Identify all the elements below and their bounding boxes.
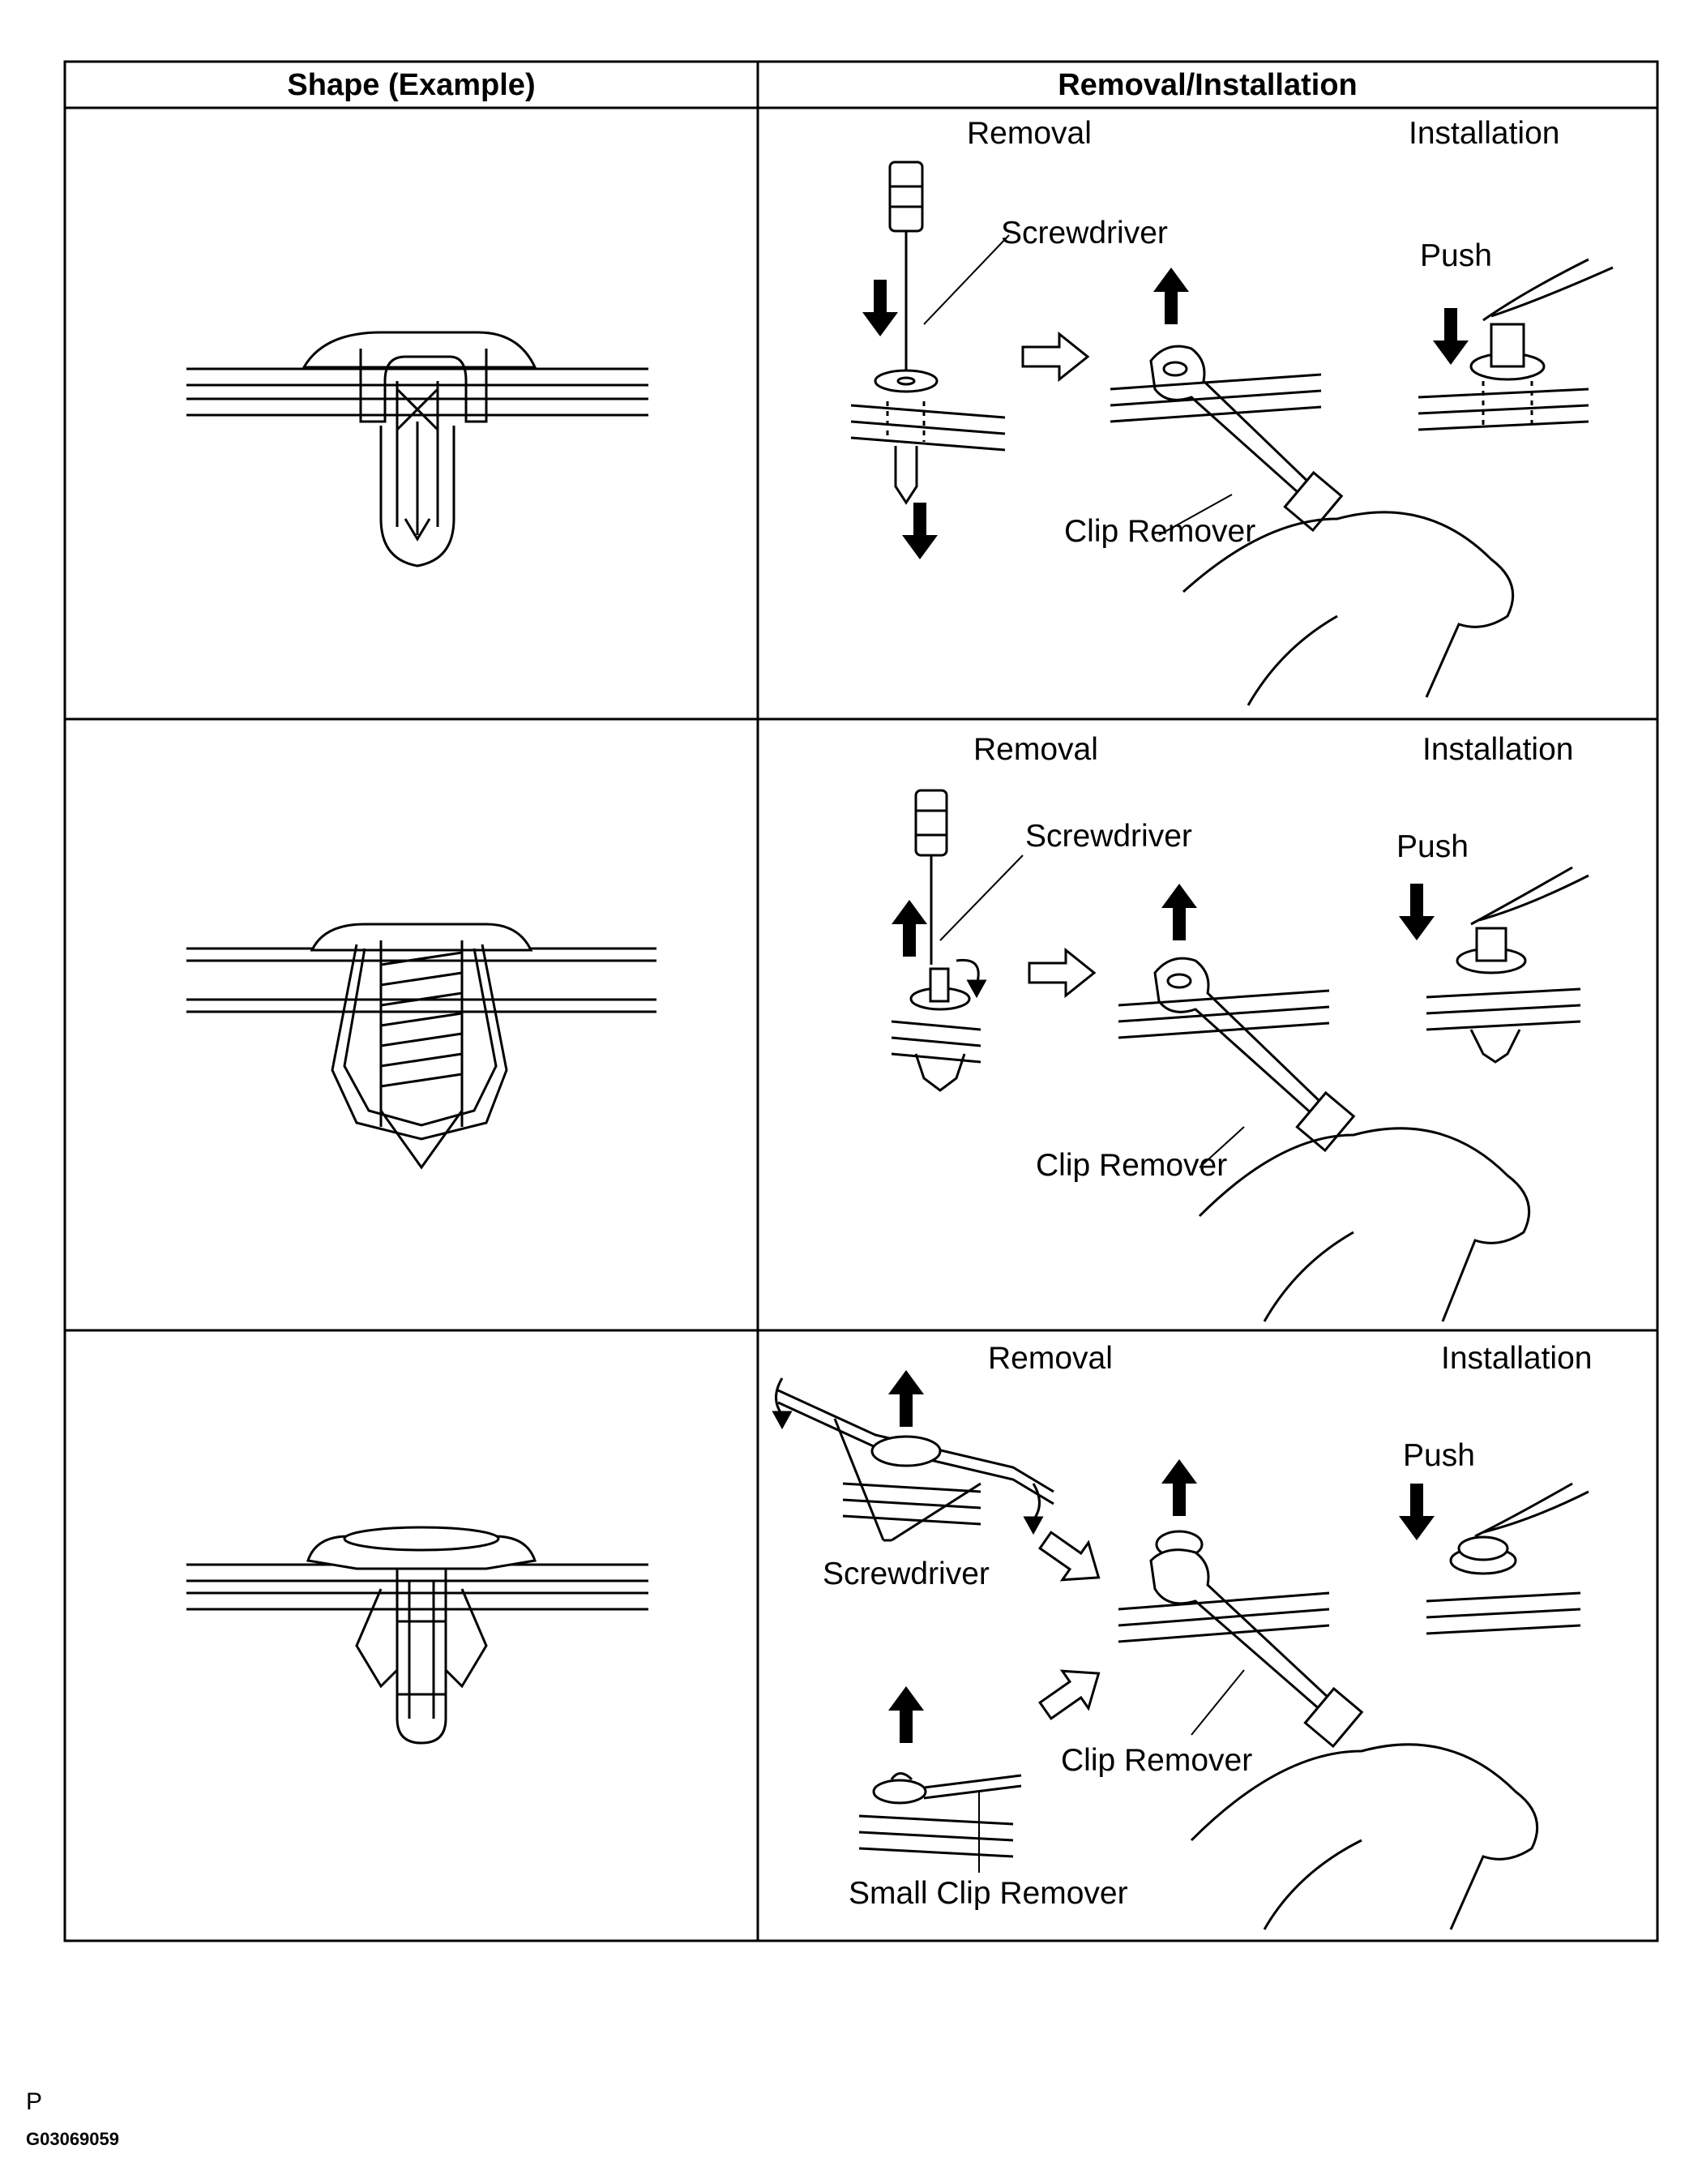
header-removal-installation: Removal/Installation bbox=[1058, 68, 1358, 102]
row2-removal-label: Removal bbox=[973, 732, 1098, 767]
row1-screwdriver-label: Screwdriver bbox=[1001, 216, 1168, 251]
row3-clip-shape bbox=[186, 1526, 648, 1745]
row2-leader-lines bbox=[939, 854, 1245, 1168]
row1-push-label: Push bbox=[1420, 238, 1492, 273]
row1-pull-up-arrow bbox=[1153, 268, 1189, 324]
row1-clip-remover-label: Clip Remover bbox=[1064, 514, 1256, 549]
row1-removal-illustration bbox=[850, 161, 1515, 706]
row2-clip-remover-label: Clip Remover bbox=[1036, 1148, 1228, 1183]
header-shape-example: Shape (Example) bbox=[287, 68, 536, 102]
row3-push-label: Push bbox=[1403, 1438, 1475, 1473]
row2-pull-up-arrow bbox=[892, 900, 927, 957]
row1-installation-illustration bbox=[1418, 258, 1614, 431]
row3-installation-label: Installation bbox=[1441, 1341, 1593, 1376]
row1-clip-shape bbox=[186, 331, 648, 567]
row3-pull-up-arrow bbox=[888, 1370, 924, 1427]
row3-remover-up-arrow bbox=[1161, 1459, 1197, 1516]
table-grid bbox=[63, 60, 1659, 1942]
row3-small-remover-up-arrow bbox=[888, 1686, 924, 1743]
row3-small-clip-remover-label: Small Clip Remover bbox=[849, 1876, 1128, 1911]
row2-push-label: Push bbox=[1396, 829, 1469, 864]
row3-screwdriver-label: Screwdriver bbox=[823, 1557, 990, 1591]
row1-leader-lines bbox=[923, 234, 1233, 536]
row3-install-push-arrow bbox=[1399, 1484, 1435, 1540]
row1-push-down-arrow bbox=[862, 280, 898, 336]
row2-screwdriver-label: Screwdriver bbox=[1025, 819, 1192, 854]
row2-removal-illustration bbox=[891, 789, 1531, 1322]
row2-remover-up-arrow bbox=[1161, 884, 1197, 940]
figure-id: G03069059 bbox=[26, 2129, 119, 2149]
row1-installation-label: Installation bbox=[1409, 116, 1560, 151]
row2-clip-shape bbox=[186, 923, 656, 1170]
row1-removal-label: Removal bbox=[967, 116, 1092, 151]
row2-installation-illustration bbox=[1426, 866, 1589, 1064]
row3-hollow-arrow-2 bbox=[1031, 1653, 1114, 1731]
row1-pin-down-arrow bbox=[902, 503, 938, 559]
row3-removal-illustration bbox=[772, 1377, 1539, 1930]
row2-install-push-arrow bbox=[1399, 884, 1435, 940]
row3-hollow-arrow-1 bbox=[1031, 1520, 1114, 1598]
row3-clip-remover-label: Clip Remover bbox=[1061, 1743, 1253, 1778]
row2-installation-label: Installation bbox=[1422, 732, 1574, 767]
row3-installation-illustration bbox=[1426, 1482, 1589, 1635]
page-letter: P bbox=[26, 2088, 43, 2115]
row3-removal-label: Removal bbox=[988, 1341, 1113, 1376]
row1-install-push-arrow bbox=[1433, 308, 1469, 365]
